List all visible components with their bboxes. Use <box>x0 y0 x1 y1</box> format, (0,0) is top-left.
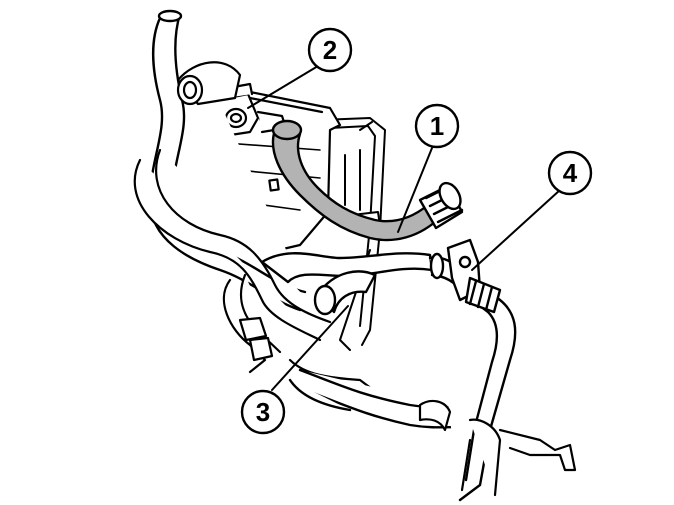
callout-circle <box>414 103 460 149</box>
right-clamp-hose <box>428 238 517 502</box>
callout-number-3: 3 <box>256 397 270 427</box>
callout-circle <box>240 389 286 435</box>
callout-4: 4 <box>547 150 593 196</box>
callout-1: 1 <box>414 103 460 149</box>
callout-number-1: 1 <box>430 111 444 141</box>
leader-line-4 <box>471 189 561 271</box>
callout-3: 3 <box>240 389 286 435</box>
lower-right-bracket <box>418 399 577 497</box>
crossover-hose <box>260 252 472 430</box>
leader-line-3 <box>271 305 349 391</box>
leader-line-2 <box>247 65 319 109</box>
top-hose-coupling <box>176 61 242 106</box>
leader-line-1 <box>397 147 433 233</box>
callout-2: 2 <box>307 27 353 73</box>
leader-lines <box>247 65 561 391</box>
callout-circle <box>307 27 353 73</box>
callout-number-2: 2 <box>323 35 337 65</box>
highlighted-upper-hose <box>271 119 464 242</box>
callout-circle <box>547 150 593 196</box>
callout-number-4: 4 <box>563 158 578 188</box>
